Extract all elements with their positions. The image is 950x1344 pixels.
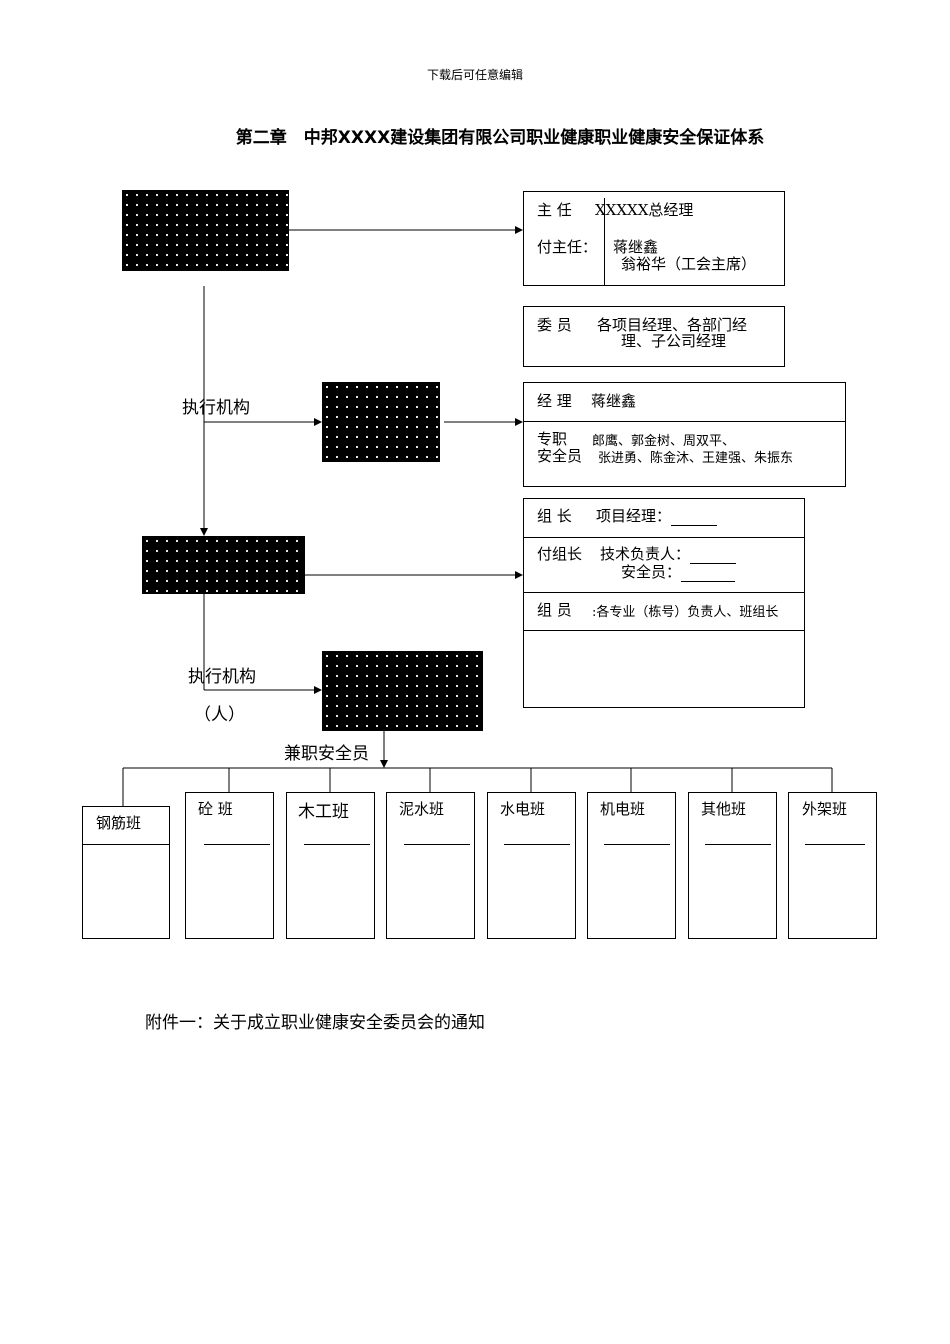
team-leader-label: 组 长	[537, 507, 572, 525]
team-leader-blank	[671, 525, 718, 526]
team-label-scaffold: 外架班	[802, 800, 848, 818]
team-vice-value-1: 技术负责人：	[600, 543, 737, 564]
team-label-steel: 钢筋班	[96, 814, 142, 832]
attachment-link[interactable]: 附件一：关于成立职业健康安全委员会的通知	[145, 1013, 485, 1033]
team-leader-value: 项目经理：	[596, 505, 718, 526]
team-label-other: 其他班	[701, 800, 747, 818]
team-blank-scaffold	[805, 844, 865, 845]
team-vice-blank-1	[690, 563, 737, 564]
page-header: 下载后可任意编辑	[426, 68, 523, 82]
safety-staff-label-2: 安全员	[537, 447, 583, 465]
document-title: 第二章 中邦XXXX建设集团有限公司职业健康职业健康安全保证体系	[235, 128, 765, 148]
team-members-label: 组 员	[537, 601, 572, 619]
team-blank-mechanical	[604, 844, 670, 845]
team-box-mechanical	[587, 792, 676, 939]
team-box-carpentry	[286, 792, 375, 939]
team-box-steel	[82, 806, 170, 939]
vice-director-value-1: 蒋继鑫	[613, 238, 659, 256]
team-label-plumbing: 水电班	[500, 800, 546, 818]
project-team-box	[523, 498, 805, 708]
team-box-plumbing	[487, 792, 576, 939]
exec-label-2: 执行机构	[188, 667, 256, 687]
dept-manager-label: 经 理	[537, 392, 572, 410]
team-label-mechanical: 机电班	[600, 800, 646, 818]
members-value-1: 各项目经理、各部门经	[597, 316, 748, 334]
team-box-other	[688, 792, 777, 939]
project-team-node-block	[142, 536, 305, 594]
team-blank-other	[705, 844, 771, 845]
team-vice-value-1-text: 技术负责人：	[600, 545, 691, 563]
team-blank-concrete	[204, 844, 270, 845]
committee-divider	[604, 198, 605, 286]
team-vice-value-2-text: 安全员：	[621, 563, 682, 581]
project-team-divider-2	[523, 592, 805, 593]
vice-director-label: 付主任：	[537, 238, 598, 256]
team-box-masonry	[386, 792, 475, 939]
team-label-concrete: 砼 班	[198, 800, 233, 818]
safety-staff-value-2: 张进勇、陈金沐、王建强、朱振东	[598, 451, 794, 466]
team-box-scaffold	[788, 792, 877, 939]
team-blank-masonry	[404, 844, 470, 845]
committee-box	[523, 191, 785, 286]
committee-node-block	[122, 190, 289, 271]
team-vice-blank-2	[681, 581, 736, 582]
team-vice-value-2: 安全员：	[621, 561, 736, 582]
safety-dept-node-block	[322, 382, 440, 462]
director-label: 主 任	[537, 201, 572, 219]
exec-label-2-sub: （人）	[194, 705, 245, 725]
part-time-label: 兼职安全员	[284, 744, 369, 764]
team-box-concrete	[185, 792, 274, 939]
members-value-2: 理、子公司经理	[621, 332, 727, 350]
team-blank-plumbing	[504, 844, 570, 845]
team-blank-carpentry	[304, 844, 370, 845]
team-label-masonry: 泥水班	[399, 800, 445, 818]
team-vice-label: 付组长	[537, 545, 583, 563]
team-box-steel-divider	[82, 844, 170, 845]
safety-staff-value-1: 郎鹰、郭金树、周双平、	[592, 434, 736, 449]
project-team-divider-3	[523, 630, 805, 631]
director-value: XXXXX总经理	[595, 201, 694, 219]
safety-dept-box	[523, 382, 846, 487]
dept-manager-value: 蒋继鑫	[591, 392, 637, 410]
team-label-carpentry: 木工班	[298, 802, 349, 822]
vice-director-value-2: 翁裕华（工会主席）	[621, 255, 757, 273]
safety-staff-label-1: 专职	[537, 430, 568, 448]
committee-members-box	[523, 306, 785, 367]
exec-label-1: 执行机构	[182, 398, 250, 418]
members-label: 委 员	[537, 316, 572, 334]
part-time-node-block	[322, 651, 483, 731]
safety-dept-divider	[523, 421, 846, 422]
team-members-value: :各专业（栋号）负责人、班组长	[592, 605, 779, 620]
project-team-divider-1	[523, 537, 805, 538]
team-leader-value-text: 项目经理：	[596, 507, 672, 525]
